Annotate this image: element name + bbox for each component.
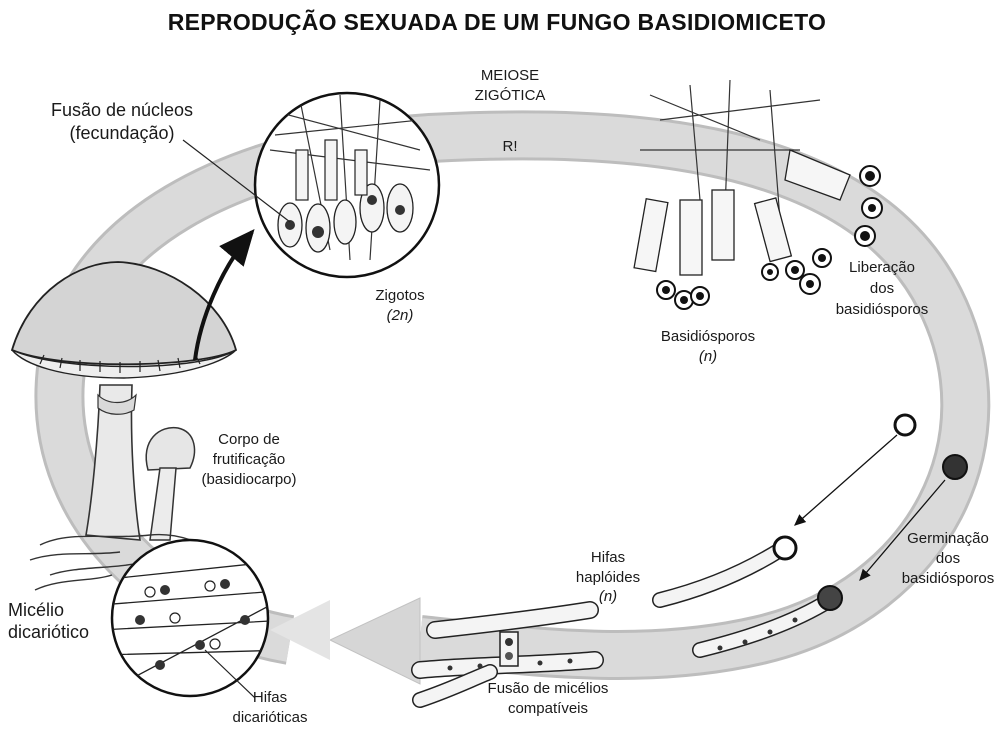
label-basidiosporos-2: (n) <box>699 348 717 365</box>
label-germinacao-1: Germinação <box>907 530 989 547</box>
label-fusao-nucleos-2: (fecundação) <box>69 123 174 143</box>
label-meiose: MEIOSE <box>481 67 539 84</box>
spore-arrow-1 <box>794 434 898 526</box>
fusao-pointer-line <box>182 139 291 223</box>
label-zigotos-1: Zigotos <box>375 287 424 304</box>
label-corpo-2: frutificação <box>213 451 286 468</box>
label-fusao-micelios-2: compatíveis <box>508 700 588 717</box>
label-fusao-nucleos-1: Fusão de núcleos <box>51 100 193 120</box>
label-hifas-hap-1: Hifas <box>591 549 625 566</box>
zygote-circle <box>253 91 441 279</box>
label-liberacao-3: basidiósporos <box>836 301 929 318</box>
label-hifas-hap-2: haplóides <box>576 569 640 586</box>
mushroom-illustration <box>10 261 238 591</box>
label-zigotos-2: (2n) <box>387 307 414 324</box>
label-germinacao-2: dos <box>936 550 960 567</box>
spore-arrow-2 <box>859 479 946 581</box>
label-germinacao-3: basidiósporos <box>902 570 995 587</box>
mushroom-to-zygote-arrow <box>193 228 255 361</box>
label-corpo-3: (basidiocarpo) <box>201 471 296 488</box>
dikaryotic-mycelium-circle <box>110 538 270 698</box>
label-fusao-micelios-1: Fusão de micélios <box>488 680 609 697</box>
label-hifas-dic-2: dicarióticas <box>232 709 307 726</box>
diagram-title: REPRODUÇÃO SEXUADA DE UM FUNGO BASIDIOMI… <box>168 8 827 35</box>
fusing-mycelia <box>411 601 604 708</box>
label-micelio-1: Micélio <box>8 600 64 620</box>
released-spores <box>893 413 968 480</box>
hifas-dic-pointer <box>204 649 256 699</box>
label-liberacao-1: Liberação <box>849 259 915 276</box>
label-zigotica: ZIGÓTICA <box>475 87 546 104</box>
basidia-illustration <box>633 79 883 310</box>
label-hifas-dic-1: Hifas <box>253 689 287 706</box>
label-corpo-1: Corpo de <box>218 431 280 448</box>
label-basidiosporos-1: Basidiósporos <box>661 328 755 345</box>
label-r: R! <box>503 138 518 155</box>
label-hifas-hap-3: (n) <box>599 588 617 605</box>
label-micelio-2: dicariótico <box>8 622 89 642</box>
germinating-hyphae <box>652 535 843 658</box>
label-liberacao-2: dos <box>870 280 894 297</box>
